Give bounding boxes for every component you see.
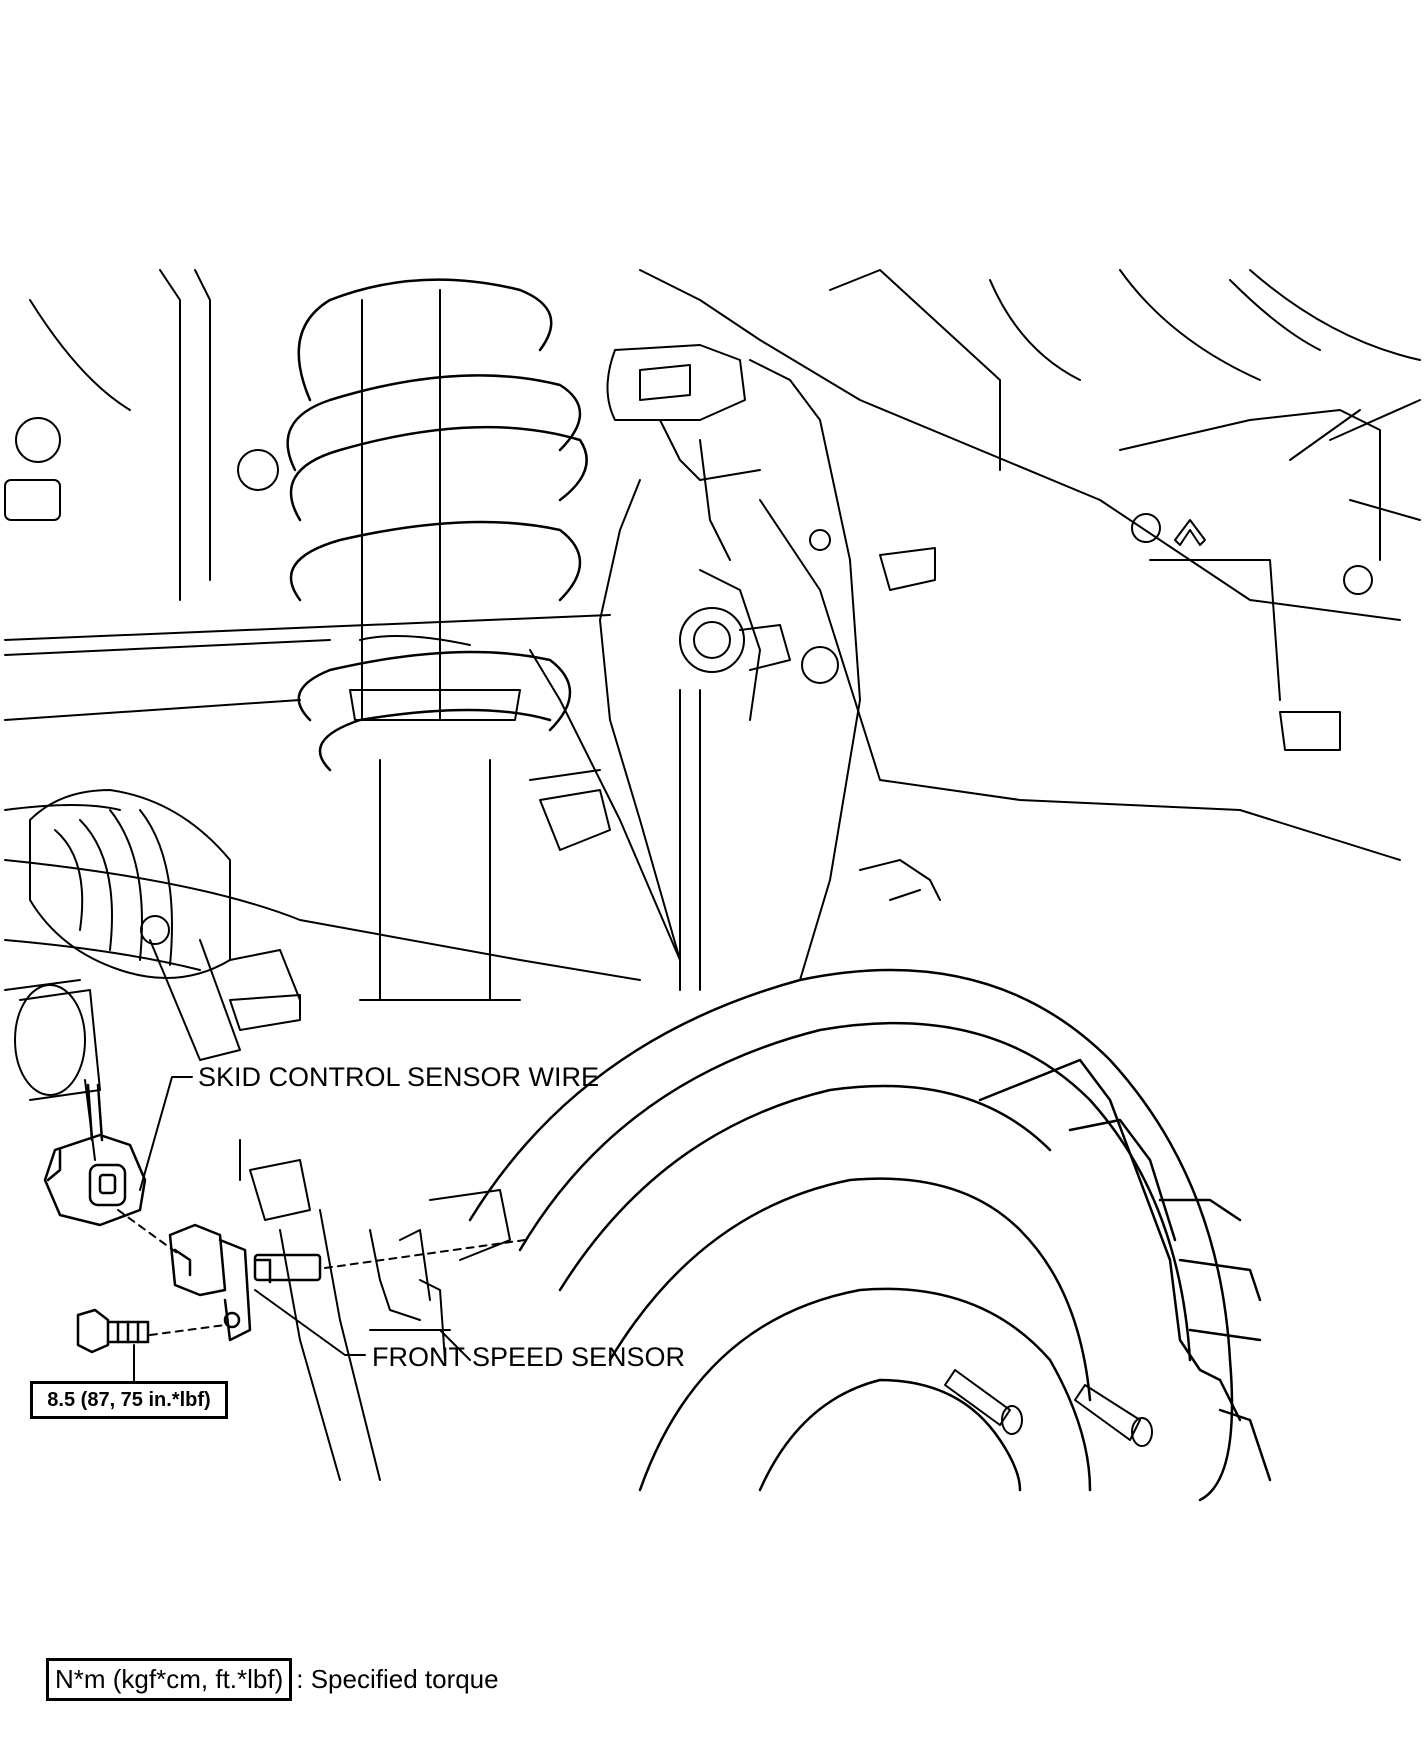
sensor-bolt [76, 1308, 150, 1354]
torque-unit-box: N*m (kgf*cm, ft.*lbf) [46, 1658, 293, 1701]
sensor-mount [249, 1159, 511, 1481]
front-speed-sensor-label: FRONT SPEED SENSOR [372, 1342, 686, 1372]
coil-spring [286, 278, 588, 772]
knuckle-upper [529, 344, 941, 991]
front-speed-sensor [168, 1223, 322, 1342]
background-holes [4, 417, 1373, 751]
torque-legend-description: : Specified torque [296, 1664, 499, 1694]
brake-rotor [468, 968, 1272, 1502]
torque-callout: 8.5 (87, 75 in.*lbf) [30, 1381, 228, 1419]
sensor-wire-connector [43, 1083, 147, 1227]
strut [349, 289, 521, 1001]
alignment-dashes [117, 1209, 526, 1336]
skid-control-sensor-wire-label: SKID CONTROL SENSOR WIRE [198, 1062, 600, 1092]
lower-arm-left [14, 984, 241, 1181]
body-frame-lines [4, 269, 1421, 991]
leader-lines [133, 1076, 366, 1382]
hub-studs [944, 1369, 1153, 1447]
cv-axle-boot [29, 789, 301, 1061]
torque-legend: N*m (kgf*cm, ft.*lbf) : Specified torque [46, 1658, 499, 1701]
